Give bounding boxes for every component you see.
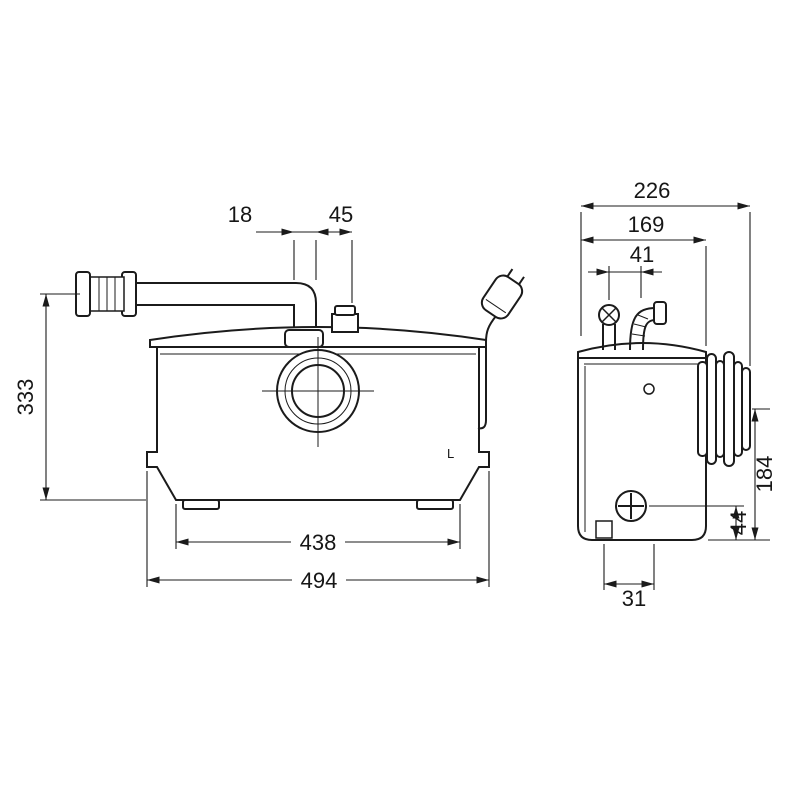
drain-hose-fitting	[653, 301, 667, 325]
dim-label-44: 44	[726, 511, 751, 535]
vent-valve	[598, 304, 620, 350]
dim-label-31: 31	[622, 586, 646, 611]
power-plug-group	[477, 268, 525, 430]
outlet-ring	[697, 361, 708, 457]
vent-valve-cross	[601, 307, 617, 323]
outlet-spigot	[697, 351, 751, 467]
front-dim-base-width: 438	[175, 504, 461, 555]
dim-label-226: 226	[634, 178, 671, 203]
side-view: 226 169 41 184 44	[577, 178, 777, 611]
front-dim-height: 333	[13, 293, 146, 501]
tank-foot-left	[182, 499, 220, 510]
outlet-ring	[706, 353, 717, 465]
dim-label-18: 18	[228, 202, 252, 227]
inlet-elbow-pipe	[133, 282, 317, 333]
front-dim-overall-width: 494	[146, 471, 490, 593]
front-dim-top: 18 45	[228, 202, 353, 303]
vent-stub-cap	[334, 305, 356, 316]
vent-stub-body	[331, 313, 359, 333]
vent-valve-stem	[602, 324, 616, 350]
front-view: L 18 45 333 438 494	[13, 202, 525, 593]
outlet-ring	[723, 351, 735, 467]
power-plug-body	[480, 274, 524, 320]
extension-line	[603, 544, 655, 590]
inlet-coupling-ribs	[98, 277, 116, 311]
extension-line	[40, 293, 146, 501]
inlet-grommet	[284, 329, 324, 348]
side-dim-outlet-height: 184	[708, 408, 777, 541]
marking-l-label: L	[447, 446, 454, 461]
dim-label-438: 438	[300, 530, 337, 555]
side-dim-body-depth: 169	[581, 212, 707, 346]
side-lid	[577, 342, 707, 359]
dim-label-494: 494	[301, 568, 338, 593]
drain-hose	[629, 301, 667, 351]
outlet-ring	[733, 361, 743, 457]
power-plug-pins	[506, 268, 525, 285]
power-cord	[477, 315, 497, 430]
drain-hose-outer	[629, 307, 657, 351]
power-plug-face-line	[485, 298, 507, 314]
side-body	[577, 357, 707, 541]
dim-label-333: 333	[13, 379, 38, 416]
extension-line	[608, 266, 642, 300]
outlet-ring	[741, 367, 751, 451]
dim-label-45: 45	[329, 202, 353, 227]
extension-line	[580, 212, 751, 366]
dim-label-41: 41	[630, 242, 654, 267]
extension-line	[146, 471, 490, 587]
cord-grommet	[595, 520, 613, 539]
side-dim-overall-depth: 226	[580, 178, 751, 366]
drain-hose-ribs	[631, 314, 649, 337]
side-dim-drain-offset: 31	[603, 544, 655, 611]
outlet-ring	[715, 360, 725, 458]
dim-label-169: 169	[628, 212, 665, 237]
dim-label-184: 184	[752, 456, 777, 493]
side-dim-drain-height: 44	[649, 505, 751, 540]
extension-line	[293, 240, 353, 303]
lid-screw	[643, 383, 655, 395]
inlet-pipe-assembly	[75, 271, 317, 333]
access-cover-centerlines	[262, 337, 374, 447]
drain-cap	[615, 490, 647, 522]
tank-foot-right	[416, 499, 454, 510]
drain-cap-cross	[618, 493, 644, 519]
side-dim-top-ports: 41	[588, 242, 662, 300]
access-cover	[262, 337, 374, 447]
